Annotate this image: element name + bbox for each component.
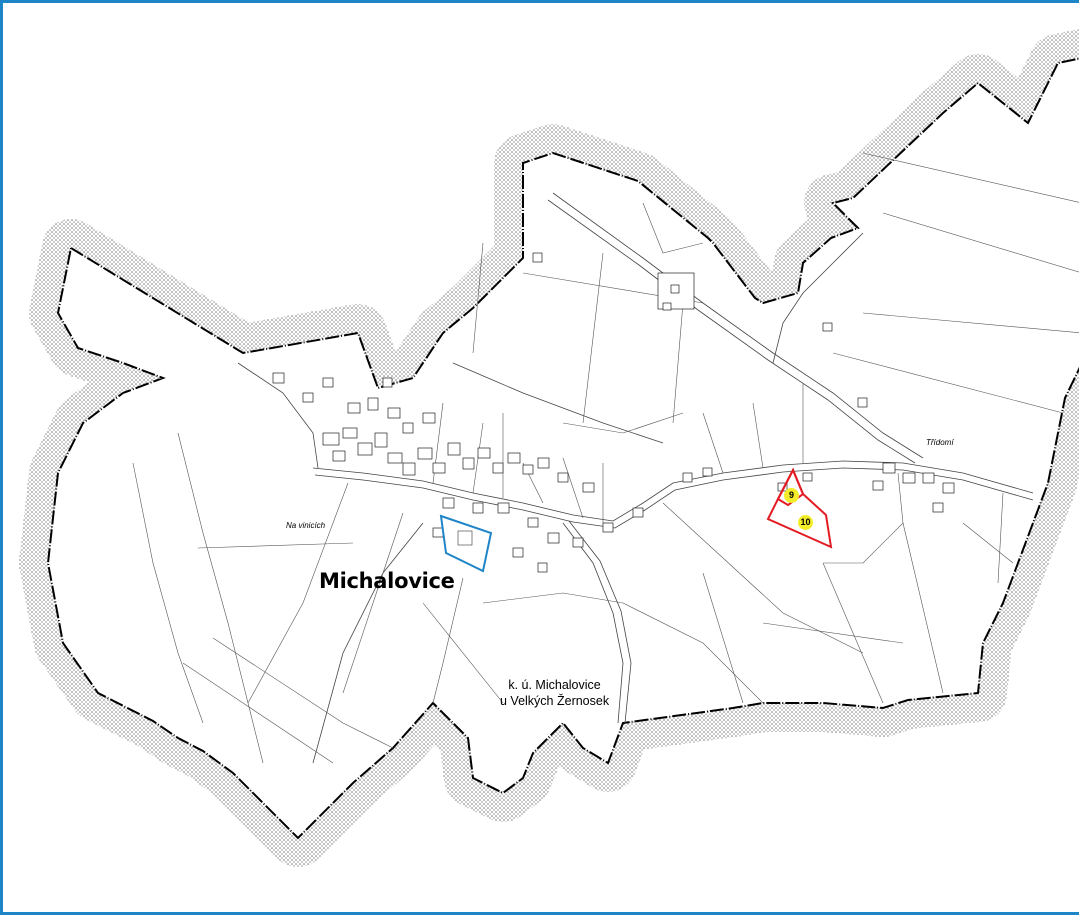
locality-label-tridomi: Třídomí [926, 438, 954, 447]
cadastral-territory [46, 57, 1079, 840]
buildings [272, 252, 955, 573]
plot-number-badge-9[interactable]: 9 [784, 488, 799, 503]
cadastral-map [19, 29, 1079, 867]
cadastral-area-line-2: u Velkých Žernosek [500, 694, 610, 708]
town-name-label: Michalovice [319, 569, 455, 593]
cadastral-area-label: k. ú. Michalovice u Velkých Žernosek [500, 677, 609, 709]
parcel-lines [132, 152, 1079, 764]
plot-number-badge-10[interactable]: 10 [798, 515, 813, 530]
highlighted-parcel [439, 514, 493, 573]
locality-label-na-vinicich: Na vinicích [286, 521, 326, 530]
cadastral-area-line-1: k. ú. Michalovice [508, 678, 601, 692]
